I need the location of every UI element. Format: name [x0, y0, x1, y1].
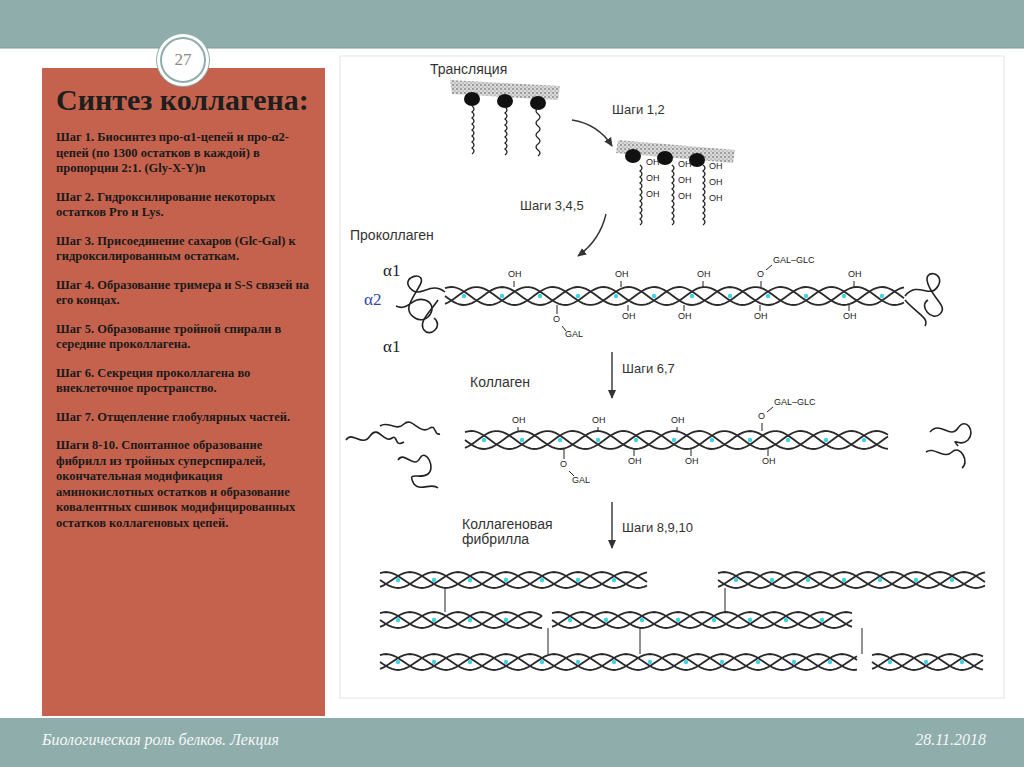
stage-label: Коллагеновая фибрилла	[462, 517, 582, 548]
group-label: O	[758, 412, 765, 422]
triple-helices	[380, 287, 985, 670]
group-label: OH	[697, 270, 711, 280]
group-label: OH	[848, 270, 862, 280]
group-label: O	[553, 315, 560, 325]
group-label: OH	[508, 270, 522, 280]
step-text: Шаг 5. Образование тройной спирали в сер…	[56, 322, 311, 353]
group-label: OH	[709, 178, 723, 188]
chain-label: α1	[383, 262, 400, 281]
group-label: GAL	[572, 476, 590, 486]
group-label: OH	[709, 162, 723, 172]
oh-ticks	[514, 265, 854, 476]
group-label: OH	[646, 174, 660, 184]
slide-title: Синтез коллагена:	[56, 84, 313, 116]
group-label: OH	[678, 192, 692, 202]
group-label: OH	[709, 194, 723, 204]
step-label: Шаги 3,4,5	[520, 199, 584, 213]
step-text: Шаг 3. Присоединение сахаров (Glc-Gal) к…	[56, 234, 311, 265]
figure-frame	[340, 56, 1004, 698]
group-label: OH	[646, 190, 660, 200]
stage-label: Коллаген	[470, 375, 530, 390]
group-label: OH	[843, 312, 857, 322]
group-label: O	[757, 270, 764, 280]
step-text: Шаг 4. Образование тримера и S-S связей …	[56, 278, 311, 309]
step-label: Шаги 1,2	[612, 103, 665, 117]
footer-text: Биологическая роль белков. Лекция	[42, 731, 279, 749]
group-label: OH	[678, 176, 692, 186]
group-label: GAL–GLC	[773, 256, 815, 266]
step-text: Шаг 6. Секреция проколлагена во внеклето…	[56, 366, 311, 397]
step-text: Шаг 2. Гидроксилирование некоторых остат…	[56, 190, 311, 221]
group-label: OH	[685, 457, 699, 467]
group-label: OH	[646, 158, 660, 168]
step-text: Шаг 1. Биосинтез про-α1-цепей и про-α2-ц…	[56, 130, 311, 177]
step-label: Шаги 8,9,10	[622, 521, 693, 535]
chain-label: α1	[383, 338, 400, 357]
step-text: Шаги 8-10. Спонтанное образование фибрил…	[56, 438, 311, 531]
group-label: GAL–GLC	[774, 398, 816, 408]
top-line	[0, 48, 1024, 49]
group-label: OH	[678, 312, 692, 322]
group-label: OH	[678, 160, 692, 170]
peptide-chains	[472, 106, 705, 225]
step-label: Шаги 6,7	[622, 362, 675, 376]
group-label: OH	[622, 312, 636, 322]
membrane	[616, 140, 735, 163]
page-number: 27	[162, 39, 204, 81]
group-label: OH	[615, 270, 629, 280]
crosslinks	[445, 588, 862, 654]
steps-panel: Синтез коллагена: Шаг 1. Биосинтез про-α1…	[42, 68, 325, 716]
group-label: OH	[592, 416, 606, 426]
globular-ends	[346, 274, 971, 488]
footer-date: 28.11.2018	[915, 731, 986, 749]
group-label: O	[560, 460, 567, 470]
ribosomes	[464, 92, 705, 167]
footer-band: Биологическая роль белков. Лекция 28.11.2…	[0, 718, 1024, 767]
group-label: OH	[762, 457, 776, 467]
top-band	[0, 0, 1024, 48]
group-label: OH	[628, 457, 642, 467]
group-label: OH	[754, 312, 768, 322]
chain-label: α2	[364, 291, 381, 310]
stage-label: Трансляция	[430, 62, 507, 77]
step-text: Шаг 7. Отщепление глобулярных частей.	[56, 410, 311, 426]
group-label: OH	[671, 416, 685, 426]
stage-label: Проколлаген	[350, 228, 434, 243]
slide-number: 27	[160, 37, 206, 83]
group-label: OH	[512, 416, 526, 426]
group-label: GAL	[565, 330, 583, 340]
